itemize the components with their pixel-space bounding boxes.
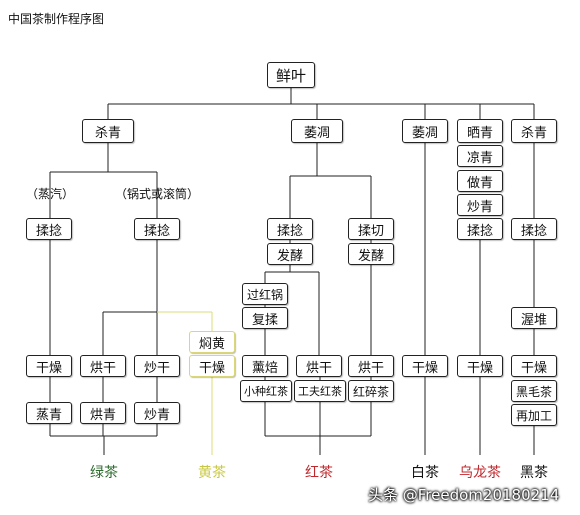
node-zuoqing: 做青 <box>457 170 503 192</box>
node-ganzao-dark: 干燥 <box>511 355 557 377</box>
node-wodui: 渥堆 <box>511 307 557 329</box>
node-rounian-oolong: 揉捻 <box>457 218 503 240</box>
node-menhuang: 焖黄 <box>189 331 235 353</box>
node-chaoqing-oolong: 炒青 <box>457 194 503 216</box>
category-red-tea: 红茶 <box>305 465 333 481</box>
node-rounian-pan: 揉捻 <box>134 218 180 240</box>
node-rouqie: 揉切 <box>348 218 394 240</box>
node-shaqing-dark: 杀青 <box>511 119 557 143</box>
node-ganzao-steam: 干燥 <box>26 355 72 377</box>
node-honggan-broken: 烘干 <box>348 355 394 377</box>
node-zaijiagong: 再加工 <box>511 404 557 426</box>
node-liangqing: 凉青 <box>457 145 503 167</box>
node-zhengqing: 蒸青 <box>26 402 72 424</box>
node-fajiao-broken: 发酵 <box>348 243 394 265</box>
node-ganzao-oolong: 干燥 <box>457 355 503 377</box>
node-ganzao-yellow: 干燥 <box>189 355 235 377</box>
node-rounian-dark: 揉捻 <box>511 218 557 240</box>
node-shaiqing: 晒青 <box>457 119 503 143</box>
node-xunbei: 薰焙 <box>242 355 288 377</box>
node-chaogan: 炒干 <box>134 355 180 377</box>
node-guohongguo: 过红锅 <box>242 283 288 305</box>
node-chaoqing-green: 炒青 <box>134 402 180 424</box>
category-dark-tea: 黑茶 <box>520 465 548 481</box>
category-green-tea: 绿茶 <box>90 465 118 481</box>
node-rounian-red: 揉捻 <box>267 218 313 240</box>
node-hongqing: 烘青 <box>80 402 126 424</box>
node-fresh-leaf: 鲜叶 <box>267 62 315 88</box>
branch-label-pan-or-drum: （锅式或滚筒） <box>114 187 200 201</box>
category-white-tea: 白茶 <box>411 465 439 481</box>
watermark: 头条 @Freedom20180214 <box>368 486 560 504</box>
node-furou: 复揉 <box>242 307 288 329</box>
node-ganzao-white: 干燥 <box>402 355 448 377</box>
node-fajiao-red: 发酵 <box>267 243 313 265</box>
node-gongfu: 工夫红茶 <box>294 380 346 402</box>
node-weidiao-white: 萎凋 <box>402 119 448 143</box>
node-rounian-steam: 揉捻 <box>26 218 72 240</box>
node-shaqing-green: 杀青 <box>82 119 134 143</box>
category-oolong-tea: 乌龙茶 <box>459 465 501 481</box>
node-heimaocha: 黑毛茶 <box>511 380 557 402</box>
node-xiaozhong: 小种红茶 <box>240 380 292 402</box>
branch-label-steam: （蒸汽） <box>25 187 75 201</box>
node-honggan-red: 烘干 <box>296 355 342 377</box>
node-honggan: 烘干 <box>80 355 126 377</box>
page-title: 中国茶制作程序图 <box>8 12 105 26</box>
node-weidiao-red: 萎凋 <box>291 119 343 143</box>
category-yellow-tea: 黄茶 <box>198 465 226 481</box>
node-hongsui: 红碎茶 <box>348 380 394 402</box>
